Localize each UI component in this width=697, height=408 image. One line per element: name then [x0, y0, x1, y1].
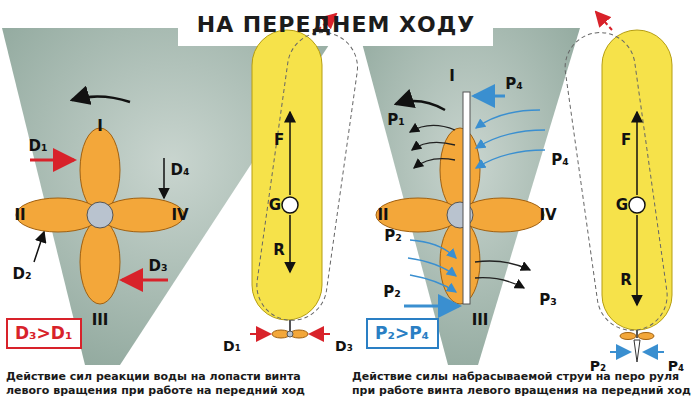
force-label: F	[274, 133, 284, 148]
rudder-blade	[463, 92, 470, 304]
hull-ghost	[252, 28, 362, 325]
force-arrow	[289, 112, 291, 195]
hull-ghost	[561, 28, 672, 335]
force-label: P₂	[383, 285, 401, 300]
center-of-gravity	[282, 197, 298, 213]
force-label: II	[14, 208, 25, 223]
comparison-box: D₃>D₁	[6, 318, 82, 349]
force-label: III	[92, 313, 109, 328]
turn-arrow	[596, 12, 612, 30]
rotation-arrow	[72, 96, 130, 102]
force-label: P₄	[551, 153, 569, 168]
propeller	[376, 128, 544, 304]
comparison-box: P₂>P₄	[366, 318, 439, 349]
hull	[252, 30, 322, 320]
force-arrow	[610, 351, 630, 353]
force-label: R	[273, 243, 285, 258]
force-label: III	[472, 313, 489, 328]
force-label: IV	[539, 208, 556, 223]
force-arrow	[310, 333, 330, 335]
force-arrow	[34, 232, 44, 262]
force-label: D₃	[148, 259, 167, 274]
force-label: D₂	[12, 267, 31, 282]
jet-lines	[408, 110, 545, 292]
water-cone	[2, 28, 340, 365]
force-label: P₂	[384, 229, 402, 244]
force-label: D₁	[223, 339, 241, 353]
force-label: IV	[171, 208, 188, 223]
force-label: D₃	[335, 339, 353, 353]
rotation-arrow	[396, 101, 445, 110]
force-label: P₄	[505, 77, 523, 92]
caption-text: Действие сил реакции воды на лопасти вин…	[6, 370, 344, 399]
force-label: D₁	[28, 139, 47, 154]
comparison-text: P₂>P₄	[375, 325, 430, 342]
force-arrow	[163, 158, 165, 198]
propeller	[16, 128, 184, 304]
force-label: F	[621, 133, 631, 148]
water-cone	[358, 28, 580, 365]
force-arrow	[122, 279, 168, 282]
small-rudder	[620, 330, 654, 362]
force-label: D₄	[170, 163, 189, 178]
force-arrow	[636, 215, 638, 305]
page-title: НА ПЕРЕДНЕМ ХОДУ	[197, 12, 476, 37]
force-label: G	[616, 198, 628, 213]
force-arrow	[289, 215, 291, 272]
small-propeller	[272, 320, 308, 338]
force-arrow	[250, 333, 270, 335]
comparison-text: D₃>D₁	[15, 325, 73, 342]
center-of-gravity	[629, 197, 645, 213]
force-arrow	[30, 159, 74, 162]
force-label: I	[97, 119, 103, 134]
force-label: R	[620, 273, 632, 288]
force-arrow	[644, 351, 664, 353]
force-arrow	[404, 305, 459, 308]
force-label: II	[377, 208, 388, 223]
force-label: P₃	[539, 293, 557, 308]
force-label: I	[449, 69, 455, 84]
force-arrow	[636, 112, 638, 195]
force-label: G	[269, 198, 281, 213]
caption-text: Действие силы набрасываемой струи на пер…	[352, 370, 692, 399]
force-arrow	[474, 95, 505, 98]
title-tab	[178, 0, 493, 46]
hull	[602, 30, 672, 330]
force-label: P₁	[387, 113, 405, 128]
